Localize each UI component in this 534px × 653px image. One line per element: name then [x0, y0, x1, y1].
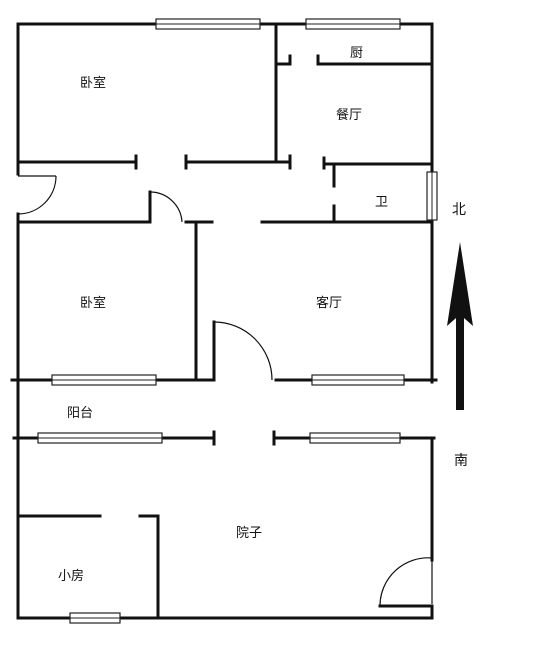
door-living [212, 320, 273, 382]
label-yard: 院子 [236, 526, 262, 541]
window-kitchen [305, 18, 401, 30]
window-bathroom [426, 171, 438, 221]
window-balcony-right [309, 432, 401, 444]
label-balcony: 阳台 [67, 406, 93, 421]
window-small-room [69, 612, 121, 624]
label-living: 客厅 [316, 295, 342, 311]
compass: 北 南 [447, 202, 473, 469]
door-yard-gate [379, 557, 433, 607]
window-bedroom-mid [51, 374, 157, 386]
label-kitchen: 厨 [350, 46, 363, 61]
label-north: 北 [452, 202, 466, 218]
window-living [311, 374, 405, 386]
door-entrance [17, 175, 57, 215]
north-arrow-icon [447, 242, 473, 410]
label-dining: 餐厅 [336, 107, 362, 123]
doors [17, 175, 433, 607]
walls [10, 22, 438, 620]
window-balcony-left [37, 432, 163, 444]
door-bedroom-mid [148, 190, 183, 224]
label-small-room: 小房 [58, 568, 84, 584]
label-bedroom-mid: 卧室 [80, 295, 106, 311]
label-bedroom-top: 卧室 [80, 75, 106, 91]
windows [37, 18, 438, 624]
window-bedroom-top [155, 18, 261, 30]
room-labels: 卧室 厨 餐厅 卫 卧室 客厅 阳台 院子 小房 [58, 46, 388, 584]
label-bathroom: 卫 [375, 195, 388, 210]
label-south: 南 [454, 453, 468, 469]
